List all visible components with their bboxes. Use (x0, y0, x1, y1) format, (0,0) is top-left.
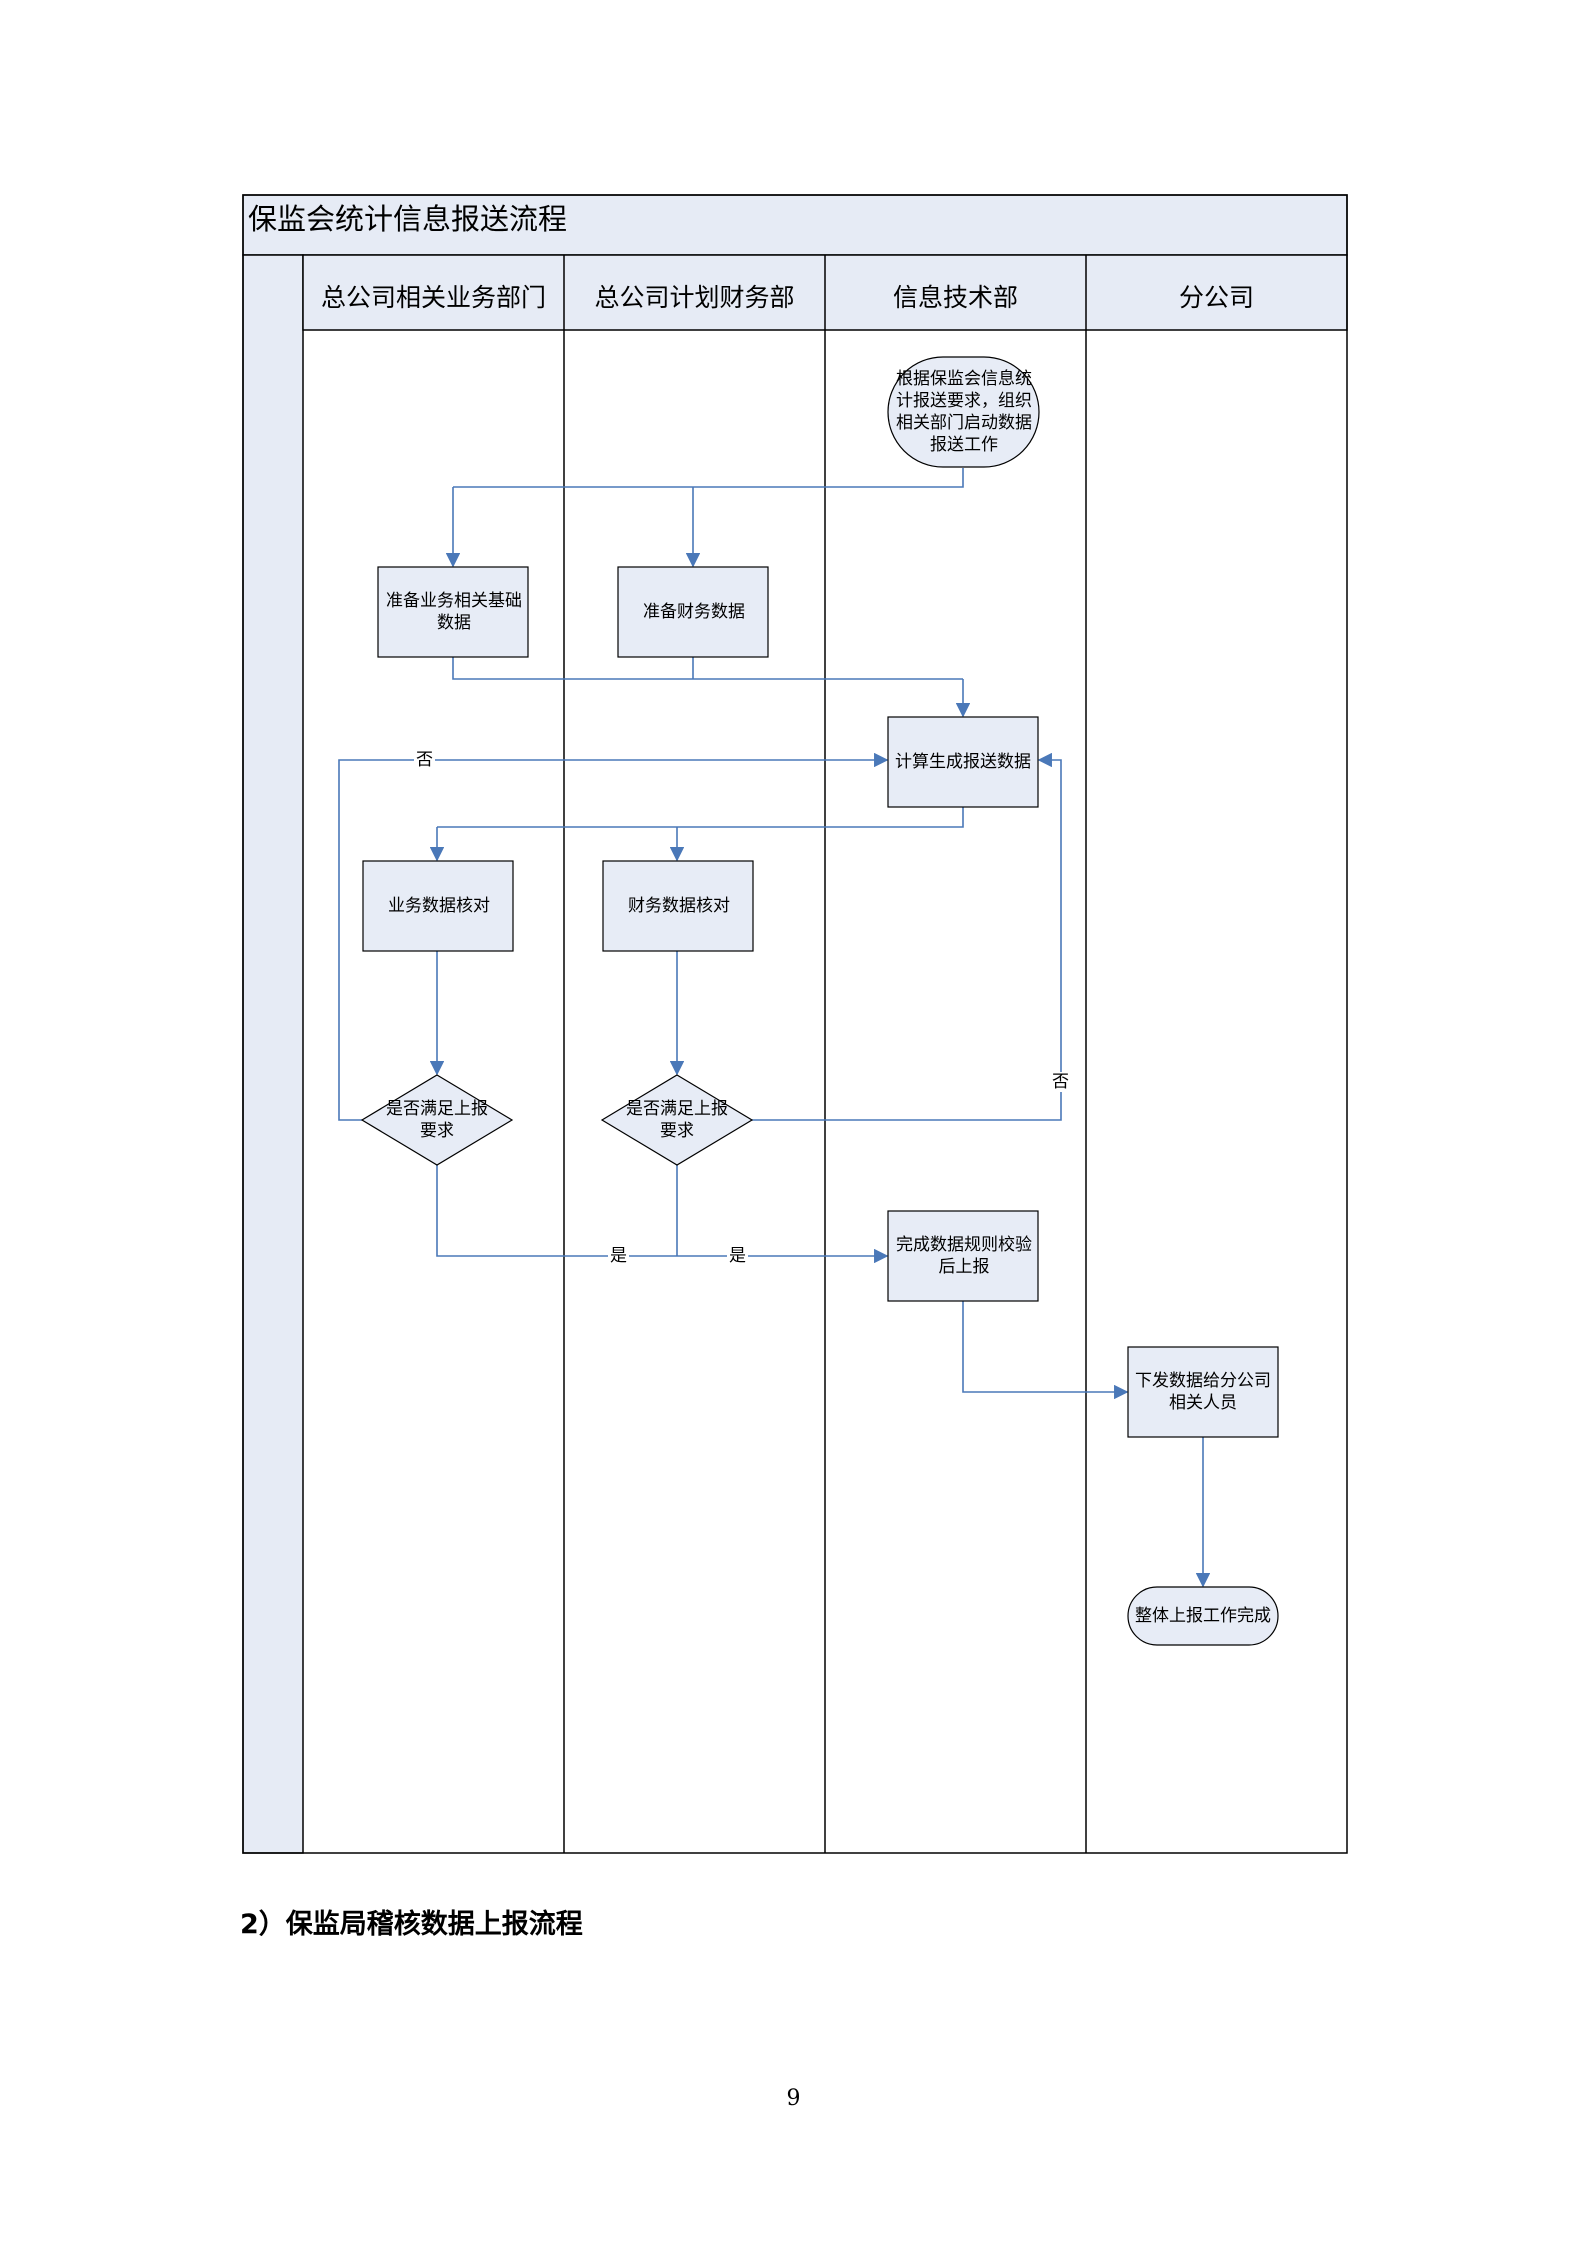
node-decision-business-shape (360, 1074, 514, 1166)
lane-label-finance: 总公司计划财务部 (594, 283, 795, 312)
node-end-text: 整体上报工作完成 (1135, 1606, 1271, 1626)
node-prep-business-shape (377, 566, 529, 658)
node-prep-business-text: 准备业务相关基础数据 (386, 591, 522, 633)
node-distribute-shape (1127, 1346, 1279, 1438)
page-number: 9 (786, 2086, 801, 2111)
node-check-finance-text: 财务数据核对 (628, 896, 730, 916)
edge-decision-business-yes (436, 1165, 889, 1264)
node-validate-shape (887, 1210, 1039, 1302)
node-prep-finance-shape (617, 566, 769, 658)
node-check-finance-shape (602, 860, 754, 952)
lane-label-business: 总公司相关业务部门 (320, 283, 546, 312)
node-start-shape (887, 356, 1040, 468)
node-prep-finance-text: 准备财务数据 (643, 602, 745, 622)
node-check-business-text: 业务数据核对 (388, 896, 490, 916)
lane-label-branch: 分公司 (1178, 283, 1254, 312)
edge-validate-to-distribute (962, 1301, 1129, 1400)
pool-left-band (242, 254, 304, 1854)
node-decision-finance-shape (600, 1074, 754, 1166)
edge-prep-business-to-calc (452, 657, 963, 680)
pool-header-band (242, 194, 1348, 256)
node-validate-text: 完成数据规则校验后上报 (896, 1235, 1032, 1277)
edge-calc-to-checks (437, 806, 964, 828)
edge-label-no-business: 否 (414, 750, 435, 770)
node-calculate-text: 计算生成报送数据 (895, 752, 1031, 772)
node-start-text: 根据保监会信息统计报送要求，组织相关部门启动数据报送工作 (896, 369, 1032, 455)
node-decision-business-text: 是否满足上报要求 (386, 1099, 488, 1141)
edge-label-yes-business: 是 (608, 1246, 629, 1266)
section-heading: 2）保监局稽核数据上报流程 (240, 1909, 583, 1940)
edge-label-yes-finance: 是 (727, 1246, 748, 1266)
node-end-shape (1127, 1586, 1279, 1646)
edge-label-no-finance: 否 (1050, 1072, 1071, 1092)
node-check-business-shape (362, 860, 514, 952)
node-decision-finance-text: 是否满足上报要求 (626, 1099, 728, 1141)
node-calculate-shape (887, 716, 1039, 808)
pool-border (242, 194, 1348, 1854)
edge-start-to-prep (453, 468, 964, 488)
pool-title: 保监会统计信息报送流程 (248, 202, 568, 236)
lane-label-it: 信息技术部 (892, 283, 1018, 312)
edge-decision-business-no (338, 752, 889, 1121)
edge-decision-finance-no (752, 752, 1062, 1121)
node-distribute-text: 下发数据给分公司相关人员 (1135, 1371, 1271, 1413)
